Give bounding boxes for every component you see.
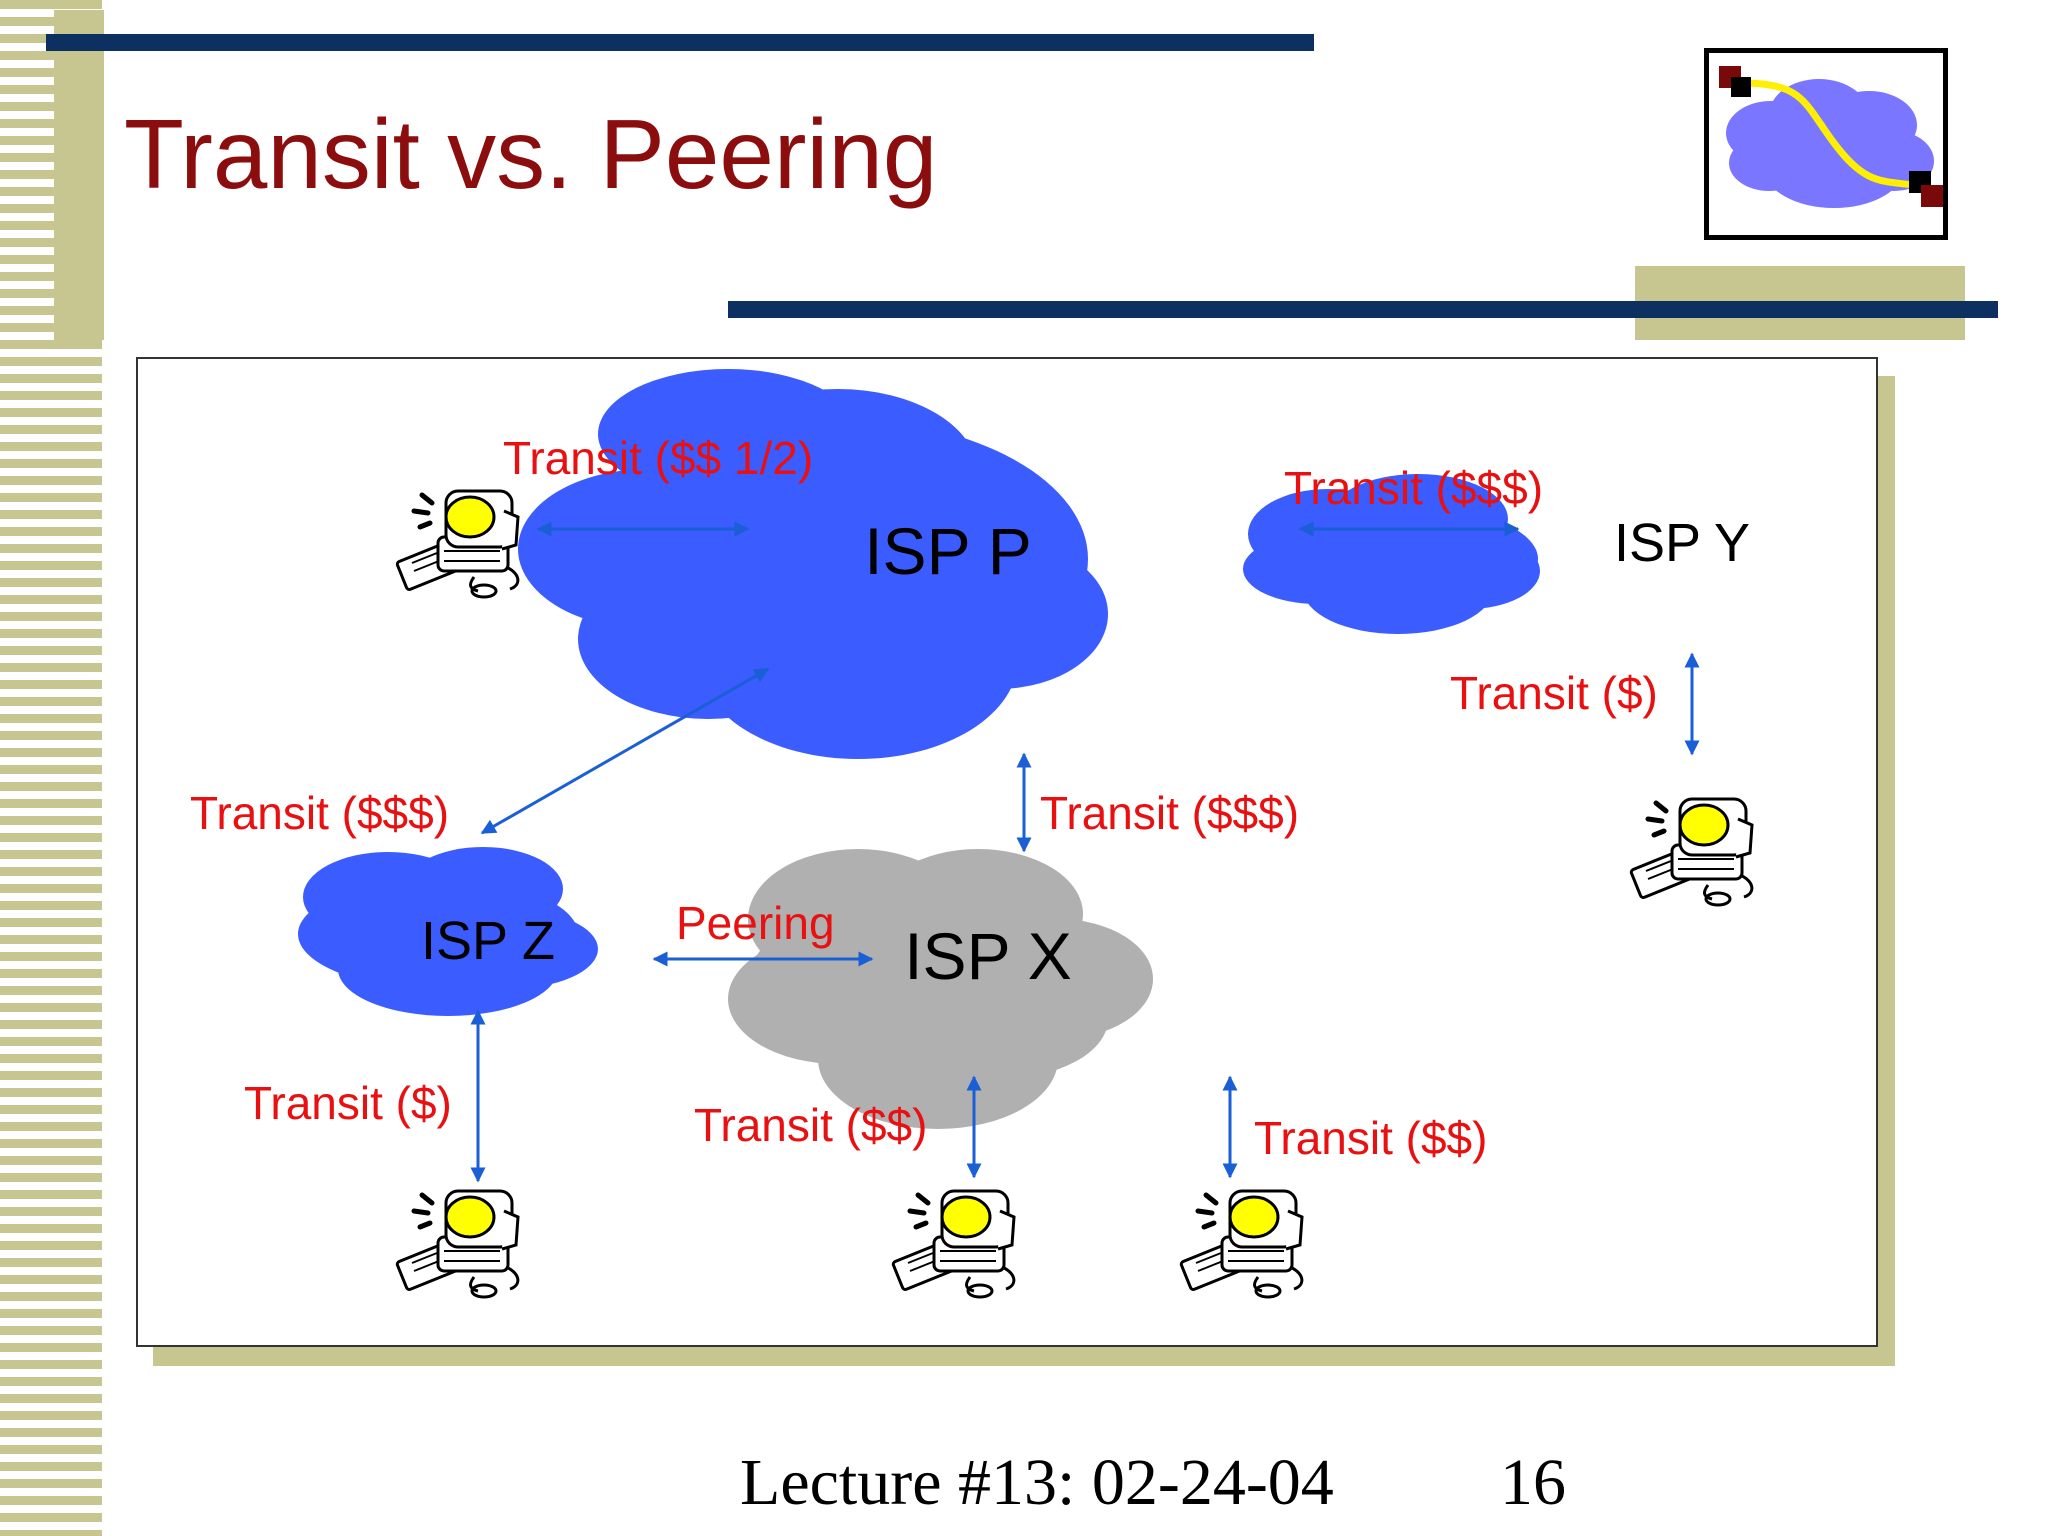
network-cloud-logo-icon [1704, 48, 1948, 240]
user-computer-icon [396, 1191, 518, 1297]
cloud-isp-z [298, 847, 598, 1016]
user-computer-icon [396, 491, 518, 597]
edge-label-x-to-user-left: Transit ($$) [694, 1099, 927, 1151]
node-isp-z: ISP Z [421, 911, 555, 971]
diagram-panel: ISP P ISP Y ISP Z ISP X Transit ($$ 1/2)… [136, 357, 1878, 1347]
user-computer-icon [892, 1191, 1014, 1297]
node-isp-y: ISP Y [1614, 513, 1750, 573]
edge-label-p-to-y: Transit ($$$) [1284, 462, 1543, 514]
edge-label-user-to-p: Transit ($$ 1/2) [503, 432, 813, 484]
decorative-left-bar [54, 10, 104, 340]
edge-label-p-to-z: Transit ($$$) [190, 787, 449, 839]
footer-lecture: Lecture #13: 02-24-04 [740, 1446, 1334, 1519]
cloud-isp-p [518, 369, 1108, 759]
user-computer-icon [1630, 799, 1752, 905]
slide-title: Transit vs. Peering [124, 99, 938, 209]
edge-label-p-to-x: Transit ($$$) [1040, 787, 1299, 839]
edge-label-z-to-x: Peering [676, 897, 835, 949]
title-rule-top [46, 34, 1314, 51]
page-number: 16 [1500, 1446, 1566, 1519]
title-rule-bottom [728, 301, 1998, 318]
node-isp-x: ISP X [904, 919, 1072, 993]
arrow-isp-p-to-isp-z [480, 667, 770, 835]
node-isp-p: ISP P [864, 514, 1032, 588]
edge-label-y-to-user: Transit ($) [1450, 667, 1658, 719]
edge-label-z-to-user: Transit ($) [244, 1077, 452, 1129]
user-computer-icon [1180, 1191, 1302, 1297]
edge-label-x-to-user-right: Transit ($$) [1254, 1112, 1487, 1164]
